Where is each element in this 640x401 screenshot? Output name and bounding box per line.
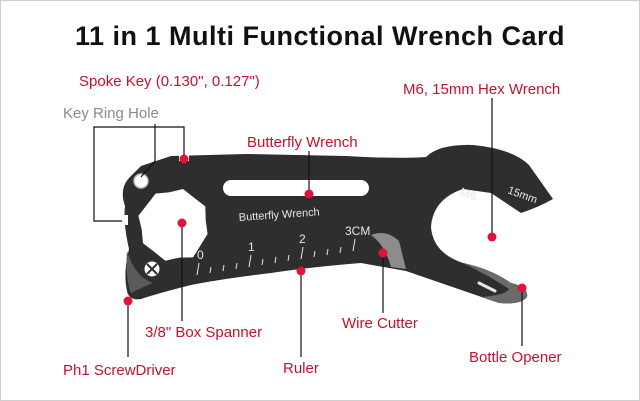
- butterfly-wrench-slot: [223, 180, 369, 196]
- box-spanner-hole: [138, 189, 208, 261]
- label-hex-wrench: M6, 15mm Hex Wrench: [403, 81, 560, 98]
- label-box-spanner: 3/8" Box Spanner: [145, 324, 262, 341]
- leader-key-ring-hole: [140, 124, 156, 178]
- marker-box-spanner: [177, 218, 187, 228]
- label-spoke-key: Spoke Key (0.130", 0.127"): [79, 73, 260, 90]
- diagram-title: 11 in 1 Multi Functional Wrench Card: [74, 21, 566, 51]
- label-key-ring-hole: Key Ring Hole: [63, 105, 159, 122]
- label-bottle-opener: Bottle Opener: [469, 349, 562, 366]
- ruler-tick-3cm: 3CM: [345, 224, 370, 238]
- ruler-tick-2: 2: [299, 232, 306, 246]
- marker-spoke-key: [179, 154, 189, 164]
- marker-ruler: [296, 266, 306, 276]
- label-ruler: Ruler: [283, 360, 319, 377]
- slot-engraving: Butterfly Wrench: [238, 206, 320, 224]
- label-butterfly-wrench: Butterfly Wrench: [247, 134, 358, 151]
- screwdriver-edge: [126, 251, 153, 293]
- ruler-scale: [196, 238, 356, 276]
- key-ring-hole-shape: [133, 173, 149, 189]
- ruler-tick-0: 0: [197, 248, 204, 262]
- marker-wire-cutter: [378, 248, 388, 258]
- marker-bottle-opener: [517, 283, 527, 293]
- wire-cutter-notch: [371, 233, 406, 269]
- ruler-tick-1: 1: [248, 240, 255, 254]
- label-screwdriver: Ph1 ScrewDriver: [63, 362, 176, 379]
- bottle-opener-slot: [477, 281, 497, 293]
- leader-spoke-key: [93, 126, 185, 222]
- marker-hex-wrench: [487, 232, 497, 242]
- marker-screwdriver: [123, 296, 133, 306]
- spoke-key-notch-side: [120, 215, 128, 225]
- marker-butterfly-wrench: [304, 189, 314, 199]
- jaw-bevel: [463, 263, 528, 304]
- label-wire-cutter: Wire Cutter: [342, 315, 418, 332]
- m6-engraving: M6: [458, 185, 479, 204]
- phillips-cross: [146, 263, 158, 275]
